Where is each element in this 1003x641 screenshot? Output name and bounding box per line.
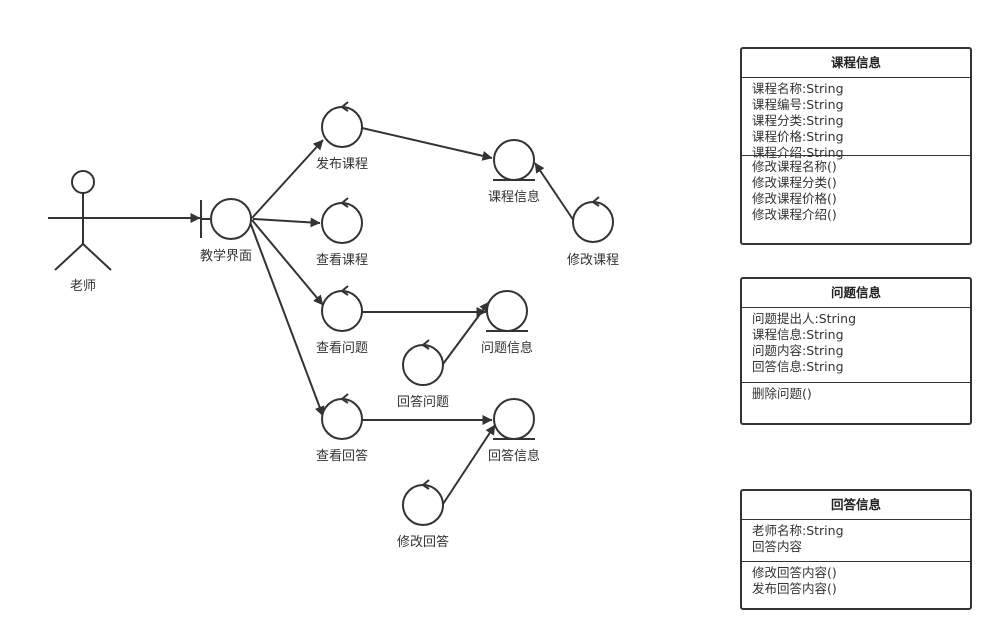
entity-label: 问题信息 xyxy=(481,340,533,356)
class-attributes: 老师名称:String 回答内容 xyxy=(742,520,970,561)
control-publish-course: 发布课程 xyxy=(316,101,368,172)
class-method: 修改课程分类() xyxy=(752,175,837,190)
class-attribute: 课程介绍:String xyxy=(752,145,844,160)
class-attribute: 问题内容:String xyxy=(752,343,844,358)
class-title: 课程信息 xyxy=(742,49,970,78)
class-attribute: 课程分类:String xyxy=(752,113,844,128)
class-attribute: 问题提出人:String xyxy=(752,311,857,326)
class-method: 修改回答内容() xyxy=(752,565,837,580)
entity-course-info: 课程信息 xyxy=(488,139,540,205)
control-label: 修改课程 xyxy=(567,253,619,268)
control-modify-answer: 修改回答 xyxy=(397,479,449,550)
class-answer-info: 回答信息 老师名称:String 回答内容 修改回答内容() 发布回答内容() xyxy=(740,489,972,610)
class-question-info: 问题信息 问题提出人:String 课程信息:String 问题内容:Strin… xyxy=(740,277,972,425)
control-label: 回答问题 xyxy=(397,394,449,410)
actor-teacher: 老师 xyxy=(48,170,118,294)
control-view-question: 查看问题 xyxy=(316,285,368,356)
class-attribute: 课程价格:String xyxy=(752,129,844,144)
control-modify-course: 修改课程 xyxy=(567,196,619,268)
class-course-info: 课程信息 课程名称:String 课程编号:String 课程分类:String… xyxy=(740,47,972,245)
actor-label: 老师 xyxy=(70,279,96,294)
class-methods: 删除问题() xyxy=(742,382,970,406)
control-label: 修改回答 xyxy=(397,534,449,550)
class-attribute: 回答信息:String xyxy=(752,359,844,374)
class-method: 发布回答内容() xyxy=(752,581,837,596)
control-label: 查看课程 xyxy=(316,252,368,268)
arrow-boundary-to-publish-course xyxy=(251,139,324,219)
connectors xyxy=(118,127,575,505)
control-view-course: 查看课程 xyxy=(316,197,368,268)
arrow-boundary-to-view-answer xyxy=(249,221,325,417)
boundary-teaching-ui: 教学界面 xyxy=(200,198,252,264)
arrow-modify-answer-to-answer-info xyxy=(442,424,496,505)
class-attributes: 问题提出人:String 课程信息:String 问题内容:String 回答信… xyxy=(742,308,970,382)
arrow-boundary-to-view-question xyxy=(251,219,324,306)
class-method: 修改课程名称() xyxy=(752,159,837,174)
class-attributes: 课程名称:String 课程编号:String 课程分类:String 课程价格… xyxy=(742,78,970,160)
arrow-modify-course-to-course-info xyxy=(534,162,575,222)
class-attribute: 老师名称:String xyxy=(752,523,844,538)
arrow-boundary-to-view-course xyxy=(252,217,321,228)
class-method: 删除问题() xyxy=(752,386,812,401)
entity-answer-info: 回答信息 xyxy=(488,398,540,464)
control-answer-question: 回答问题 xyxy=(397,339,449,410)
class-title: 回答信息 xyxy=(742,491,970,520)
boundary-label: 教学界面 xyxy=(200,248,252,264)
arrow-publish-course-to-course-info xyxy=(361,127,493,161)
control-label: 查看问题 xyxy=(316,340,368,356)
class-method: 修改课程介绍() xyxy=(752,207,837,222)
control-view-answer: 查看回答 xyxy=(316,393,368,464)
class-title: 问题信息 xyxy=(742,279,970,308)
class-methods: 修改课程名称() 修改课程分类() 修改课程价格() 修改课程介绍() xyxy=(742,155,970,227)
control-label: 发布课程 xyxy=(316,156,368,172)
arrow-answer-question-to-question-info xyxy=(442,301,490,365)
entity-label: 课程信息 xyxy=(488,189,540,205)
class-attribute: 课程编号:String xyxy=(752,97,844,112)
entity-label: 回答信息 xyxy=(488,448,540,464)
class-attribute: 回答内容 xyxy=(752,539,803,554)
class-attribute: 课程名称:String xyxy=(752,81,844,96)
entity-question-info: 问题信息 xyxy=(481,290,533,356)
class-methods: 修改回答内容() 发布回答内容() xyxy=(742,561,970,601)
class-method: 修改课程价格() xyxy=(752,191,837,206)
control-label: 查看回答 xyxy=(316,448,368,464)
class-attribute: 课程信息:String xyxy=(752,327,844,342)
